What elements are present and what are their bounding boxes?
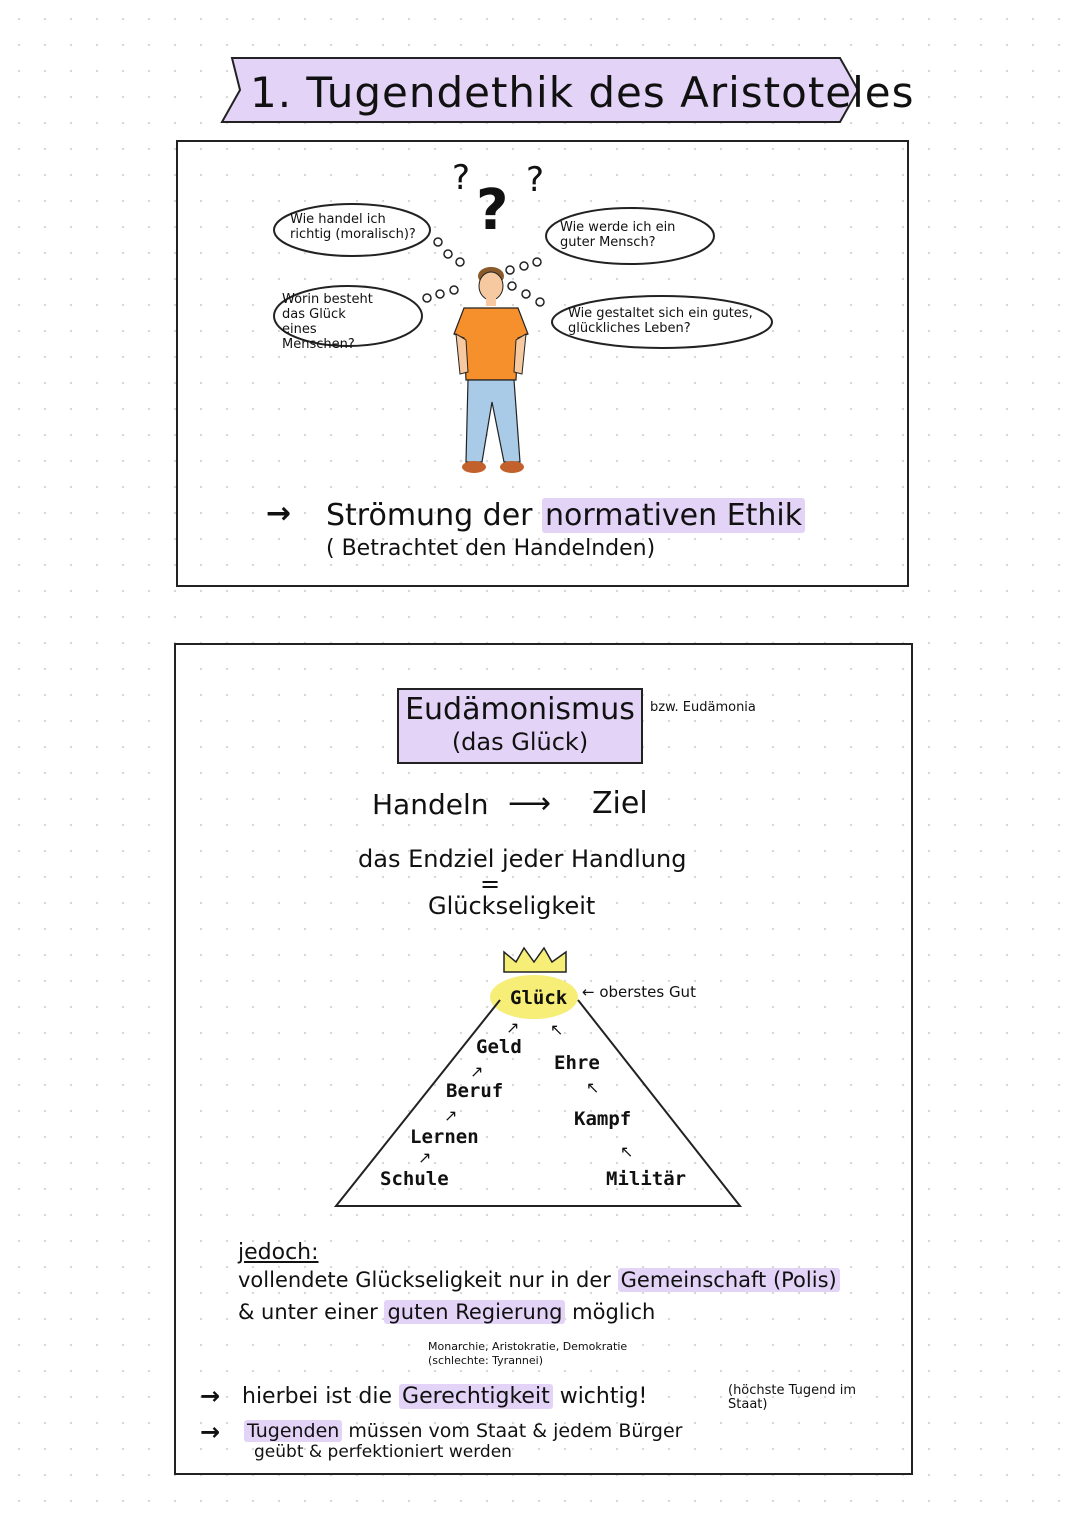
pyramid-kampf: Kampf	[574, 1108, 632, 1130]
pyramid-geld: Geld	[476, 1036, 522, 1058]
handeln-arrow: ⟶	[508, 786, 552, 821]
stroemung-text: Strömung der	[326, 498, 533, 533]
question-bubble-3: Wie werde ich ein guter Mensch?	[560, 220, 676, 250]
tugenden-line: Tugenden müssen vom Staat & jedem Bürger	[244, 1420, 682, 1442]
eudaimonism-heading-box: Eudämonismus (das Glück)	[397, 688, 643, 764]
hoechste-tugend-note: (höchste Tugend im Staat)	[728, 1383, 857, 1412]
person-illustration	[453, 267, 529, 473]
guten-regierung-highlight: guten Regierung	[384, 1300, 566, 1324]
pyramid-arrow: ↖	[620, 1142, 634, 1161]
tugenden-text: müssen vom Staat & jedem Bürger	[348, 1420, 683, 1442]
oberstes-gut-note: ← oberstes Gut	[582, 983, 696, 1001]
jedoch-label: jedoch:	[238, 1240, 319, 1265]
tugenden-highlight: Tugenden	[244, 1420, 343, 1442]
title-banner	[220, 57, 860, 123]
ziel-label: Ziel	[592, 786, 648, 821]
question-bubble-4: Wie gestaltet sich ein gutes, glückliche…	[568, 306, 753, 336]
handeln-label: Handeln	[372, 788, 489, 821]
pyramid-militaer: Militär	[606, 1168, 687, 1190]
question-mark-large: ?	[476, 178, 509, 243]
pyramid-arrow: ↗	[444, 1106, 458, 1125]
question-mark-small-right: ?	[526, 160, 545, 200]
polis-line: vollendete Glückseligkeit nur in der Gem…	[238, 1268, 840, 1292]
gerechtigkeit-prefix: hierbei ist die	[242, 1384, 393, 1409]
question-bubble-2: Worin besteht das Glück eines Menschen?	[282, 292, 373, 352]
normative-ethik-highlight: normativen Ethik	[542, 498, 806, 533]
polis-highlight: Gemeinschaft (Polis)	[617, 1268, 840, 1292]
equals-sign: =	[480, 870, 501, 898]
pyramid-ehre: Ehre	[554, 1052, 600, 1074]
endziel-text: das Endziel jeder Handlung	[358, 845, 687, 873]
panel-eudaimonism	[174, 643, 913, 1475]
page-title: 1. Tugendethik des Aristoteles	[250, 68, 915, 117]
government-forms: Monarchie, Aristokratie, Demokratie	[428, 1340, 628, 1353]
pyramid-arrow: ↗	[418, 1148, 432, 1167]
glueckseligkeit-text: Glückseligkeit	[428, 892, 596, 920]
question-bubble-1: Wie handel ich richtig (moralisch)?	[290, 212, 416, 242]
gerechtigkeit-line: hierbei ist die Gerechtigkeit wichtig!	[242, 1384, 647, 1409]
pyramid-arrow: ↖	[550, 1020, 564, 1039]
eudaimonism-heading: Eudämonismus	[405, 692, 635, 727]
normative-ethics-line: Strömung der normativen Ethik	[326, 498, 806, 533]
regierung-prefix: & unter einer	[238, 1300, 378, 1324]
pyramid-arrow: ↗	[470, 1062, 484, 1081]
pyramid-schule: Schule	[380, 1168, 449, 1190]
bullet-arrow: →	[266, 496, 292, 531]
pyramid-arrow: ↖	[586, 1078, 600, 1097]
eudaimonia-aside: bzw. Eudämonia	[650, 700, 756, 715]
pyramid-beruf: Beruf	[446, 1080, 504, 1102]
pyramid-top-glueck: Glück	[510, 987, 568, 1009]
pyramid-lernen: Lernen	[410, 1126, 479, 1148]
regierung-suffix: möglich	[572, 1300, 656, 1324]
betrachtet-note: ( Betrachtet den Handelnden)	[326, 536, 656, 561]
question-mark-small-left: ?	[452, 158, 471, 198]
pyramid-arrow: ↗	[506, 1018, 520, 1037]
gerechtigkeit-suffix: wichtig!	[559, 1384, 648, 1409]
bad-government: (schlechte: Tyrannei)	[428, 1354, 544, 1367]
gerechtigkeit-highlight: Gerechtigkeit	[399, 1384, 553, 1409]
polis-line-text: vollendete Glückseligkeit nur in der	[238, 1268, 611, 1292]
geuebt-text: geübt & perfektioniert werden	[254, 1442, 512, 1462]
regierung-line: & unter einer guten Regierung möglich	[238, 1300, 655, 1324]
thought-bubbles	[273, 203, 773, 349]
bullet-arrow: →	[200, 1418, 221, 1446]
bullet-arrow: →	[200, 1382, 221, 1410]
panel-questions	[176, 140, 909, 587]
eudaimonism-subheading: (das Glück)	[451, 728, 589, 756]
